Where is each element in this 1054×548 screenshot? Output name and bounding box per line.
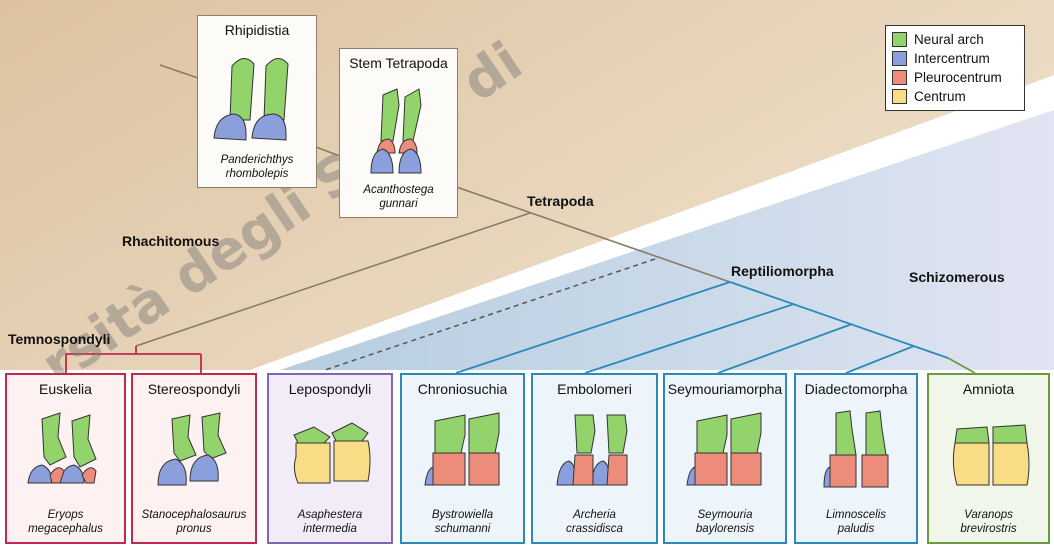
taxon-title: Lepospondyli xyxy=(288,381,372,397)
species-name: Bystrowiella schumanni xyxy=(431,509,494,535)
vertebra-illustration xyxy=(823,410,889,488)
taxon-box-seymouriamorpha: Seymouriamorpha Seymouria baylorensis xyxy=(663,373,787,544)
vertebra-illustration xyxy=(369,88,422,174)
taxon-title: Diadectomorpha xyxy=(804,381,908,397)
vertebra-illustration xyxy=(293,422,371,484)
species-name: Seymouria baylorensis xyxy=(695,509,755,535)
vertebra-illustration xyxy=(555,414,628,486)
temnospondyli-bracket xyxy=(65,346,202,373)
taxon-title: Stereospondyli xyxy=(147,381,241,397)
legend-swatch-pleurocentrum xyxy=(892,70,907,85)
taxon-box-stereospondyli: Stereospondyli Stanocephalosaurus pronus xyxy=(131,373,257,544)
taxon-title: Euskelia xyxy=(39,381,92,397)
legend-label: Pleurocentrum xyxy=(914,70,1002,85)
taxon-title: Stem Tetrapoda xyxy=(349,55,448,71)
clade-label-tetrapoda: Tetrapoda xyxy=(527,193,594,209)
taxon-box-lepospondyli: Lepospondyli Asaphestera intermedia xyxy=(267,373,393,544)
species-name: Panderichthys rhombolepis xyxy=(220,154,294,180)
vertebra-illustration xyxy=(213,58,289,141)
vertebra-illustration xyxy=(686,412,762,486)
vertebra-illustration xyxy=(26,412,97,484)
legend-label: Intercentrum xyxy=(914,51,990,66)
legend-swatch-intercentrum xyxy=(892,51,907,66)
legend-item: Centrum xyxy=(892,87,1018,106)
vertebra-illustration xyxy=(157,412,227,486)
species-name: Eryops megacephalus xyxy=(28,509,103,535)
lepospondyli-dashed-link xyxy=(324,258,656,371)
taxon-title: Rhipidistia xyxy=(224,22,290,38)
species-name: Stanocephalosaurus pronus xyxy=(141,509,247,535)
legend-label: Neural arch xyxy=(914,32,984,47)
taxon-box-chroniosuchia: Chroniosuchia Bystrowiella schumanni xyxy=(400,373,525,544)
legend-item: Pleurocentrum xyxy=(892,68,1018,87)
taxon-box-amniota: Amniota Varanops brevirostris xyxy=(927,373,1050,544)
taxon-title: Embolomeri xyxy=(557,381,632,397)
taxon-box-embolomeri: Embolomeri Archeria crassidisca xyxy=(531,373,658,544)
legend: Neural arch Intercentrum Pleurocentrum C… xyxy=(885,25,1025,111)
region-label-schizomerous: Schizomerous xyxy=(909,269,1005,285)
region-label-rhachitomous: Rhachitomous xyxy=(122,233,220,249)
taxon-box-diadectomorpha: Diadectomorpha Limnoscelis paludis xyxy=(794,373,918,544)
taxon-box-rhipidistia: Rhipidistia Panderichthys rhombolepis xyxy=(197,15,317,188)
legend-swatch-neural-arch xyxy=(892,32,907,47)
legend-swatch-centrum xyxy=(892,89,907,104)
vertebra-illustration xyxy=(423,412,499,486)
species-name: Limnoscelis paludis xyxy=(825,509,887,535)
legend-item: Neural arch xyxy=(892,30,1018,49)
legend-item: Intercentrum xyxy=(892,49,1018,68)
species-name: Varanops brevirostris xyxy=(960,509,1017,535)
taxon-box-stem-tetrapoda: Stem Tetrapoda Acanthostega gunnari xyxy=(339,48,458,218)
species-name: Archeria crassidisca xyxy=(566,509,623,535)
species-name: Acanthostega gunnari xyxy=(363,184,434,210)
taxon-title: Chroniosuchia xyxy=(417,381,508,397)
reptiliomorpha-tree xyxy=(455,281,949,374)
vertebra-illustration xyxy=(952,424,1029,486)
schizomerous-region xyxy=(280,110,1054,370)
taxon-title: Amniota xyxy=(962,381,1015,397)
taxon-title: Seymouriamorpha xyxy=(667,381,783,397)
taxon-box-euskelia: Euskelia Eryops megacephalus xyxy=(5,373,126,544)
legend-label: Centrum xyxy=(914,89,966,104)
clade-label-temnospondyli: Temnospondyli xyxy=(8,331,111,347)
species-name: Asaphestera intermedia xyxy=(297,509,363,535)
amniota-branch xyxy=(947,357,976,374)
clade-label-reptiliomorpha: Reptiliomorpha xyxy=(731,263,834,279)
